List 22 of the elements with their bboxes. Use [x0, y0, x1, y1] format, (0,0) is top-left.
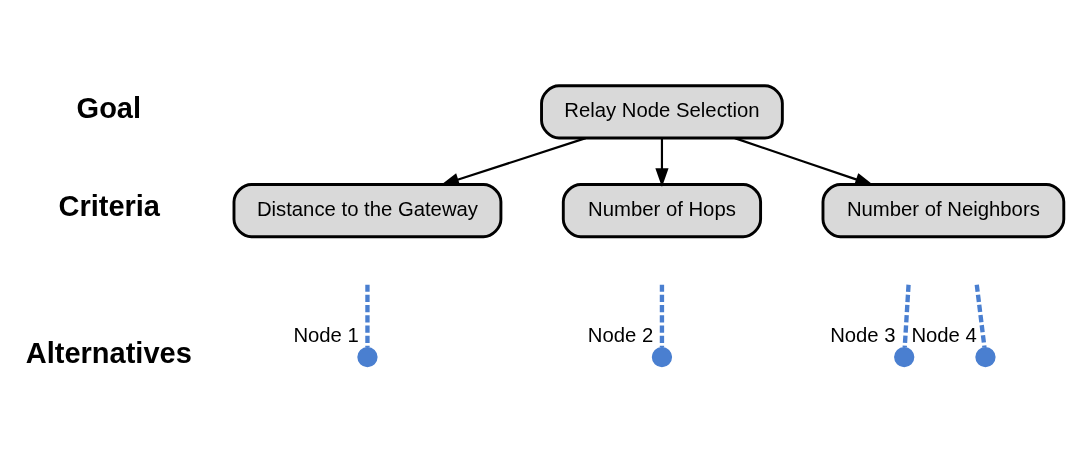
connector [974, 284, 987, 348]
connector [902, 284, 911, 348]
label: Alternatives [25, 336, 192, 369]
node-box: Relay Node Selection [540, 84, 784, 140]
node-label: Node 2 [587, 324, 654, 347]
node-circle [975, 346, 996, 368]
node-label: Node 1 [293, 324, 359, 347]
node-label: Node 4 [911, 324, 977, 347]
node-box: Number of Hops [561, 183, 763, 239]
node-box: Distance to the Gateway [232, 183, 503, 239]
node-circle [894, 346, 915, 368]
node-label: Node 3 [830, 324, 896, 347]
node-circle [357, 346, 378, 368]
node-circle [651, 346, 673, 368]
arrow [440, 137, 587, 186]
arrow [655, 138, 669, 188]
connector [365, 284, 370, 348]
node-box: Number of Neighbors [821, 183, 1066, 239]
label: Criteria [58, 190, 160, 223]
connector [659, 284, 665, 348]
label: Goal [76, 91, 142, 124]
arrow [734, 137, 874, 186]
